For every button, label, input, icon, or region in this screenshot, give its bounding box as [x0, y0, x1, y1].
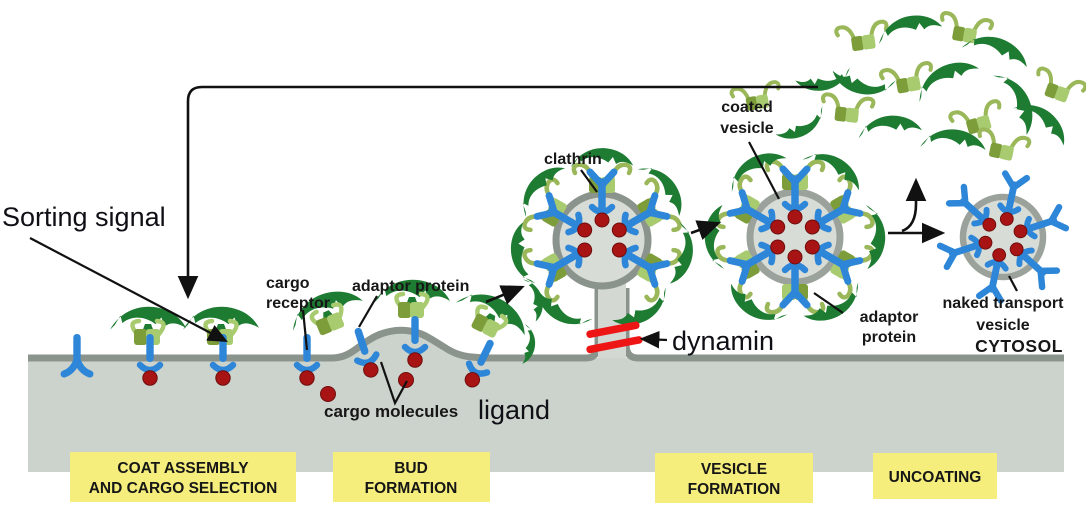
- stage-arrow-pit-to-vesicle: [690, 220, 721, 240]
- adaptor-protein-right-label: adaptor: [860, 309, 919, 326]
- dynamin-label: dynamin: [672, 326, 774, 356]
- cargo-molecule: [398, 372, 414, 388]
- uncoating-branch-arrow: [888, 177, 946, 244]
- recycle-arrow: [177, 85, 818, 300]
- clathrin-coated-pit: [506, 148, 698, 365]
- cargo-receptor-label: receptor: [266, 295, 330, 312]
- svg-text:AND CARGO SELECTION: AND CARGO SELECTION: [89, 480, 278, 497]
- bud-formation-cluster: [284, 280, 534, 402]
- naked-vesicle-label: naked transport: [943, 295, 1065, 312]
- svg-text:VESICLE: VESICLE: [701, 461, 767, 478]
- stage-label-bud-formation: BUD FORMATION: [333, 452, 490, 502]
- cargo-molecules-label: cargo molecules: [324, 402, 458, 421]
- adaptor-protein-pointer: [358, 295, 378, 328]
- coated-vesicle-label: vesicle: [720, 120, 773, 137]
- svg-text:BUD: BUD: [394, 460, 428, 477]
- dynamin-arrow: [639, 330, 668, 349]
- cytosol-label: CYTOSOL: [975, 336, 1063, 356]
- adaptor-protein-right-label: protein: [862, 329, 916, 346]
- adaptor-protein-right-pointer: [813, 292, 844, 314]
- naked-vesicle-pointer: [1008, 275, 1018, 292]
- stage-arrow-bud-to-pit: [485, 285, 525, 305]
- sorting-signal-arrow: [29, 237, 228, 343]
- coated-vesicle-pointer: [748, 141, 780, 200]
- cargo-receptor-pointer: [301, 309, 309, 351]
- svg-text:FORMATION: FORMATION: [365, 480, 458, 497]
- svg-text:UNCOATING: UNCOATING: [889, 469, 982, 486]
- cargo-molecule: [320, 386, 336, 402]
- dynamin: [586, 321, 643, 354]
- coated-vesicle-label: coated: [721, 99, 773, 116]
- ligand-label: ligand: [478, 395, 550, 425]
- stage-label-uncoating: UNCOATING: [873, 453, 997, 499]
- naked-transport-vesicle: [932, 163, 1075, 310]
- clathrin-pointer: [580, 169, 598, 193]
- naked-vesicle-label: vesicle: [976, 317, 1029, 334]
- coated-vesicle: [704, 142, 886, 332]
- adaptor-protein-label: adaptor protein: [352, 278, 469, 295]
- cargo-molecules-pointer: [379, 361, 408, 406]
- sorting-signal-label: Sorting signal: [2, 202, 166, 232]
- cargo-receptor-label: cargo: [266, 275, 310, 292]
- stage-label-vesicle-formation: VESICLE FORMATION: [655, 453, 813, 503]
- clathrin-label: clathrin: [544, 151, 602, 168]
- svg-text:FORMATION: FORMATION: [688, 481, 781, 498]
- stage-label-coat-assembly: COAT ASSEMBLY AND CARGO SELECTION: [70, 452, 296, 502]
- svg-text:COAT ASSEMBLY: COAT ASSEMBLY: [117, 460, 249, 477]
